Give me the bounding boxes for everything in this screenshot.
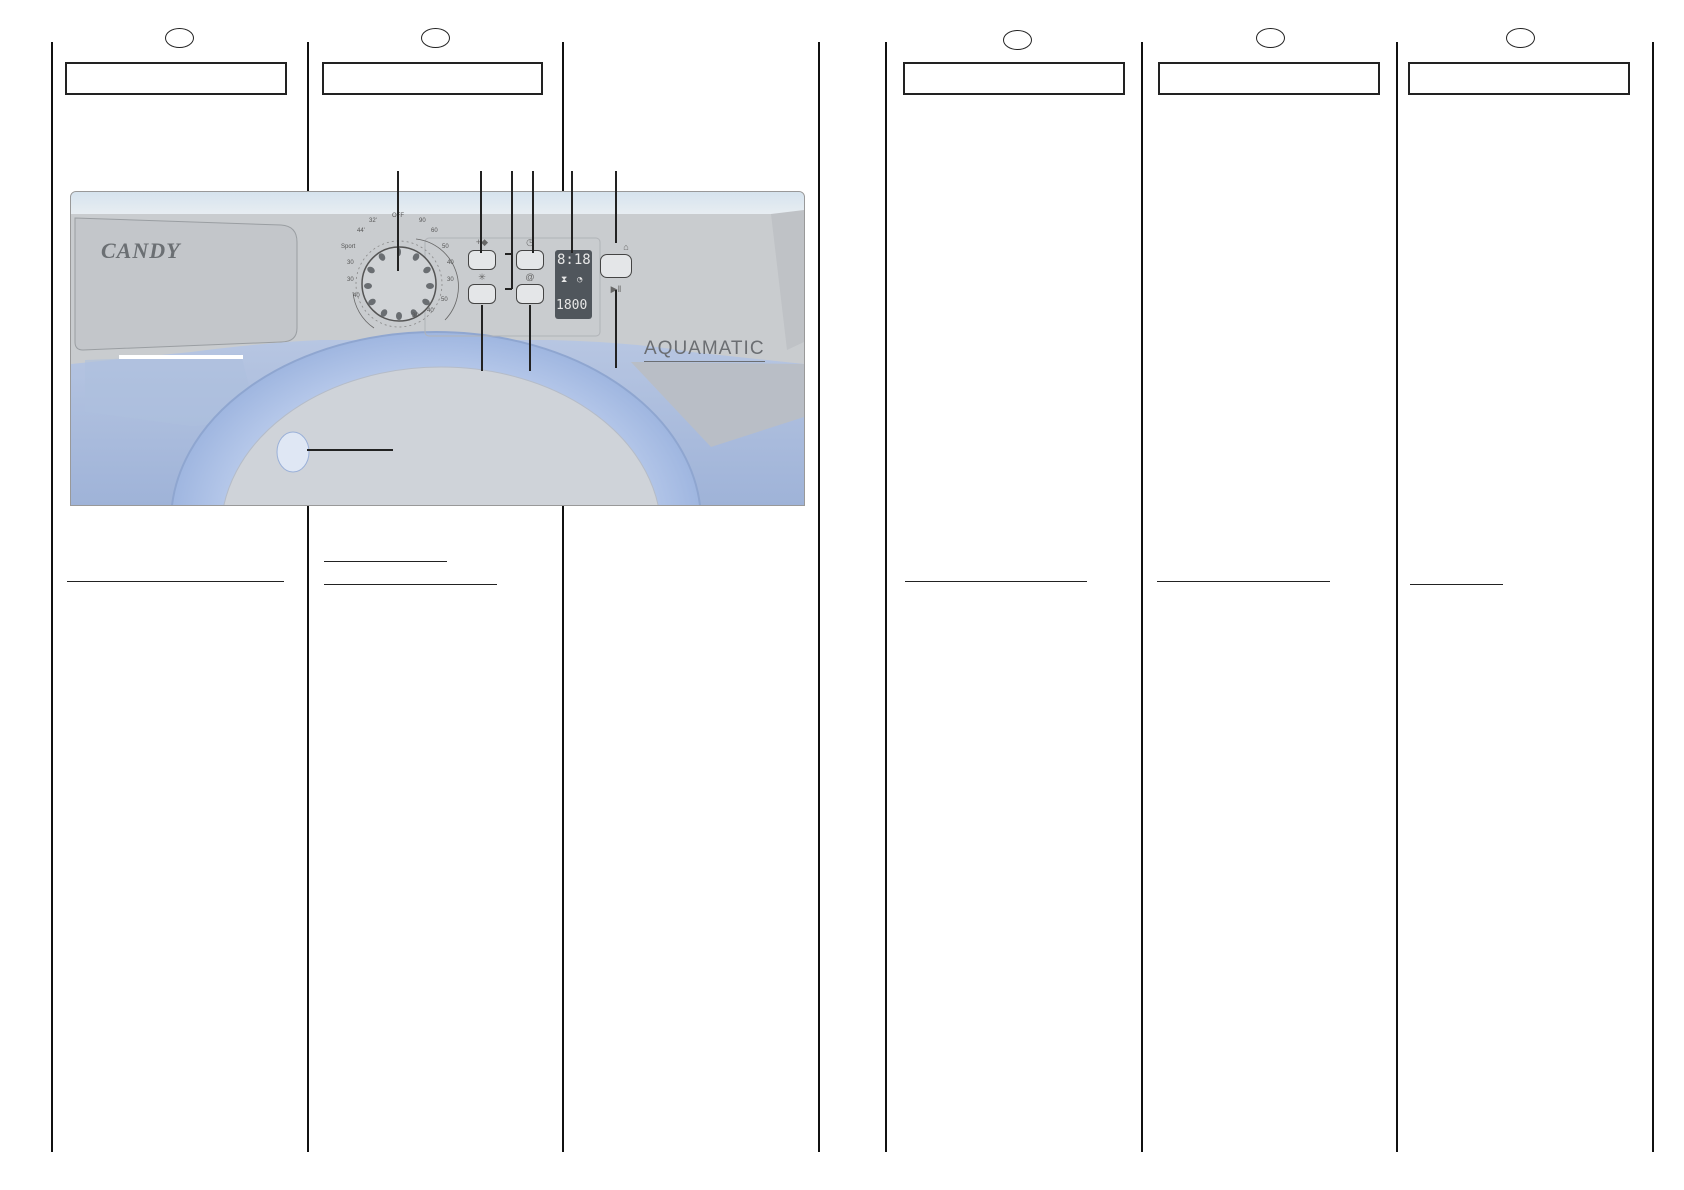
easy-iron-button[interactable] [468, 284, 496, 304]
heading-rule-4 [1157, 581, 1330, 582]
callout-spin-speed [529, 305, 531, 371]
column-divider-3 [562, 42, 564, 1152]
brand-logo: CANDY [101, 238, 181, 263]
spin-speed-button[interactable] [516, 284, 544, 304]
dial-label-wool-30: 30 [347, 260, 354, 266]
dial-label-60: 60 [431, 228, 438, 234]
callout-option-pair [511, 171, 513, 289]
callout-option-pair-tick-2 [505, 288, 512, 290]
callout-dial [397, 171, 399, 271]
door-lock-icon: ⌂ [623, 242, 629, 252]
delay-start-button[interactable] [516, 250, 544, 270]
dial-label-sport: Sport [341, 244, 356, 250]
start-pause-icon: ▶‖ [610, 284, 622, 294]
dial-label-90: 90 [419, 218, 426, 224]
column-divider-2 [307, 42, 309, 1152]
start-pause-button[interactable] [600, 254, 632, 278]
heading-rule-1 [67, 581, 284, 582]
control-panel-illustration: CANDY AQUAMATIC OFF 90 60 50 40 30 50 40… [70, 191, 805, 506]
language-marker-5 [1506, 28, 1535, 48]
dial-label-30: 30 [447, 277, 454, 283]
column-divider-6 [1141, 42, 1143, 1152]
column-divider-5 [885, 42, 887, 1152]
dial-label-40: 40 [447, 260, 454, 266]
callout-start-pause [615, 290, 617, 368]
callout-easy-iron [481, 305, 483, 371]
easy-iron-icon: ✳ [478, 272, 486, 282]
heading-rule-2a [324, 561, 447, 562]
header-box-1 [65, 62, 287, 95]
dial-label-synth-30: 30 [412, 313, 419, 319]
spin-speed-icon: @ [525, 272, 535, 282]
header-box-4 [1158, 62, 1380, 95]
dial-label-50: 50 [442, 244, 449, 250]
header-box-5 [1408, 62, 1630, 95]
column-divider-1 [51, 42, 53, 1152]
callout-extra-rinse [480, 171, 482, 253]
delay-start-icon: ◷ [526, 237, 534, 247]
callout-delay-start [532, 171, 534, 253]
dial-label-hand-40: 40 [353, 293, 360, 299]
column-divider-4 [818, 42, 820, 1152]
machine-drawing [71, 192, 804, 505]
dial-label-synth-40: 40 [427, 308, 434, 314]
callout-display [571, 171, 573, 253]
extra-rinse-icon: +◆ [475, 237, 489, 247]
model-logo: AQUAMATIC [644, 338, 765, 362]
display-hourglass-icon: ⧗ [561, 275, 568, 285]
dial-label-44min: 44' [357, 228, 365, 234]
language-marker-2 [421, 28, 450, 48]
column-divider-7 [1396, 42, 1398, 1152]
column-divider-8 [1652, 42, 1654, 1152]
dial-label-delicate-30: 30 [347, 277, 354, 283]
digital-display: 8:18 ⧗ ◔ 1800 [555, 250, 592, 319]
dial-label-synth-50: 50 [441, 297, 448, 303]
callout-door-lock [615, 171, 617, 243]
heading-rule-2b [324, 584, 497, 585]
dial-label-32min: 32' [369, 218, 377, 224]
display-clock-icon: ◔ [577, 275, 583, 285]
display-time: 8:18 [557, 252, 591, 268]
callout-option-pair-tick-1 [505, 253, 512, 255]
heading-rule-3 [905, 581, 1087, 582]
language-marker-3 [1003, 30, 1032, 50]
heading-rule-5 [1410, 584, 1503, 585]
header-box-2 [322, 62, 543, 95]
display-speed: 1800 [556, 298, 588, 313]
extra-rinse-button[interactable] [468, 250, 496, 270]
header-box-3 [903, 62, 1125, 95]
language-marker-4 [1256, 28, 1285, 48]
language-marker-1 [165, 28, 194, 48]
